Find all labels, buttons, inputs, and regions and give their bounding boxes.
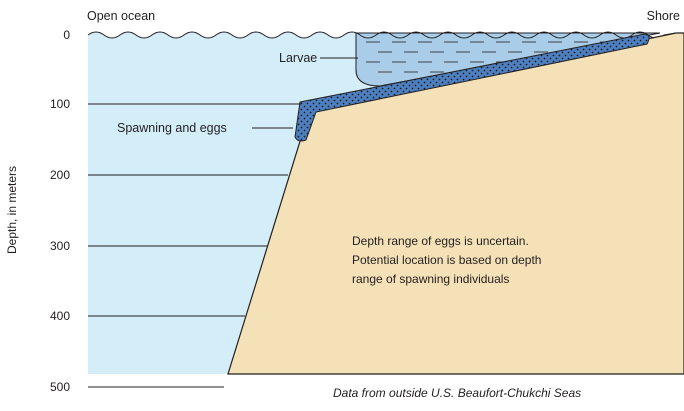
- note-line-1: Depth range of eggs is uncertain.: [352, 234, 529, 248]
- larvae-label: Larvae: [279, 51, 317, 65]
- tick-label-400: 400: [50, 309, 70, 323]
- note-line-2: Potential location is based on depth: [352, 253, 541, 267]
- open-ocean-label: Open ocean: [87, 9, 155, 23]
- shore-label: Shore: [647, 9, 680, 23]
- tick-label-0: 0: [63, 28, 70, 42]
- y-axis-title: Depth, in meters: [5, 166, 19, 254]
- tick-label-100: 100: [50, 97, 70, 111]
- spawning-label: Spawning and eggs: [117, 121, 227, 135]
- tick-label-300: 300: [50, 239, 70, 253]
- note-line-3: range of spawning individuals: [352, 272, 509, 286]
- tick-label-500: 500: [50, 380, 70, 394]
- tick-label-200: 200: [50, 168, 70, 182]
- source-note: Data from outside U.S. Beaufort-Chukchi …: [333, 386, 581, 400]
